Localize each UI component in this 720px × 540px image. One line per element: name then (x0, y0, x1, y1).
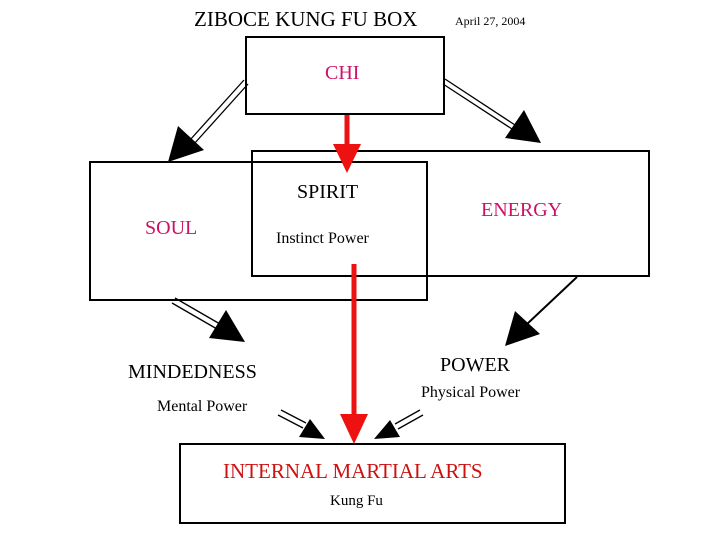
arrow-chi-to-soul (168, 79, 249, 162)
mindedness-sublabel: Mental Power (157, 398, 248, 415)
soul-box (89, 161, 428, 301)
diagram-title: ZIBOCE KUNG FU BOX (194, 7, 418, 31)
arrow-spirit-to-martial (340, 264, 368, 444)
arrow-chi-to-spirit (333, 115, 361, 173)
arrow-soul-to-mindedness (171, 297, 245, 342)
energy-box (251, 150, 650, 277)
spirit-sublabel: Instinct Power (276, 230, 369, 247)
soul-label: SOUL (145, 217, 198, 239)
arrow-mindedness-to-martial (277, 409, 325, 439)
arrow-energy-to-power (505, 276, 578, 346)
martial-arts-sublabel: Kung Fu (330, 493, 383, 509)
mindedness-label: MINDEDNESS (128, 361, 257, 383)
chi-label: CHI (325, 62, 360, 84)
martial-arts-label: INTERNAL MARTIAL ARTS (223, 459, 483, 483)
martial-arts-box (179, 443, 566, 524)
power-label: POWER (440, 354, 510, 376)
power-sublabel: Physical Power (421, 384, 521, 401)
chi-box (245, 36, 445, 115)
arrow-power-to-martial (374, 409, 424, 439)
spirit-label: SPIRIT (297, 181, 359, 203)
diagram-date: April 27, 2004 (455, 14, 526, 28)
arrow-chi-to-energy (442, 78, 541, 143)
energy-label: ENERGY (481, 199, 563, 221)
